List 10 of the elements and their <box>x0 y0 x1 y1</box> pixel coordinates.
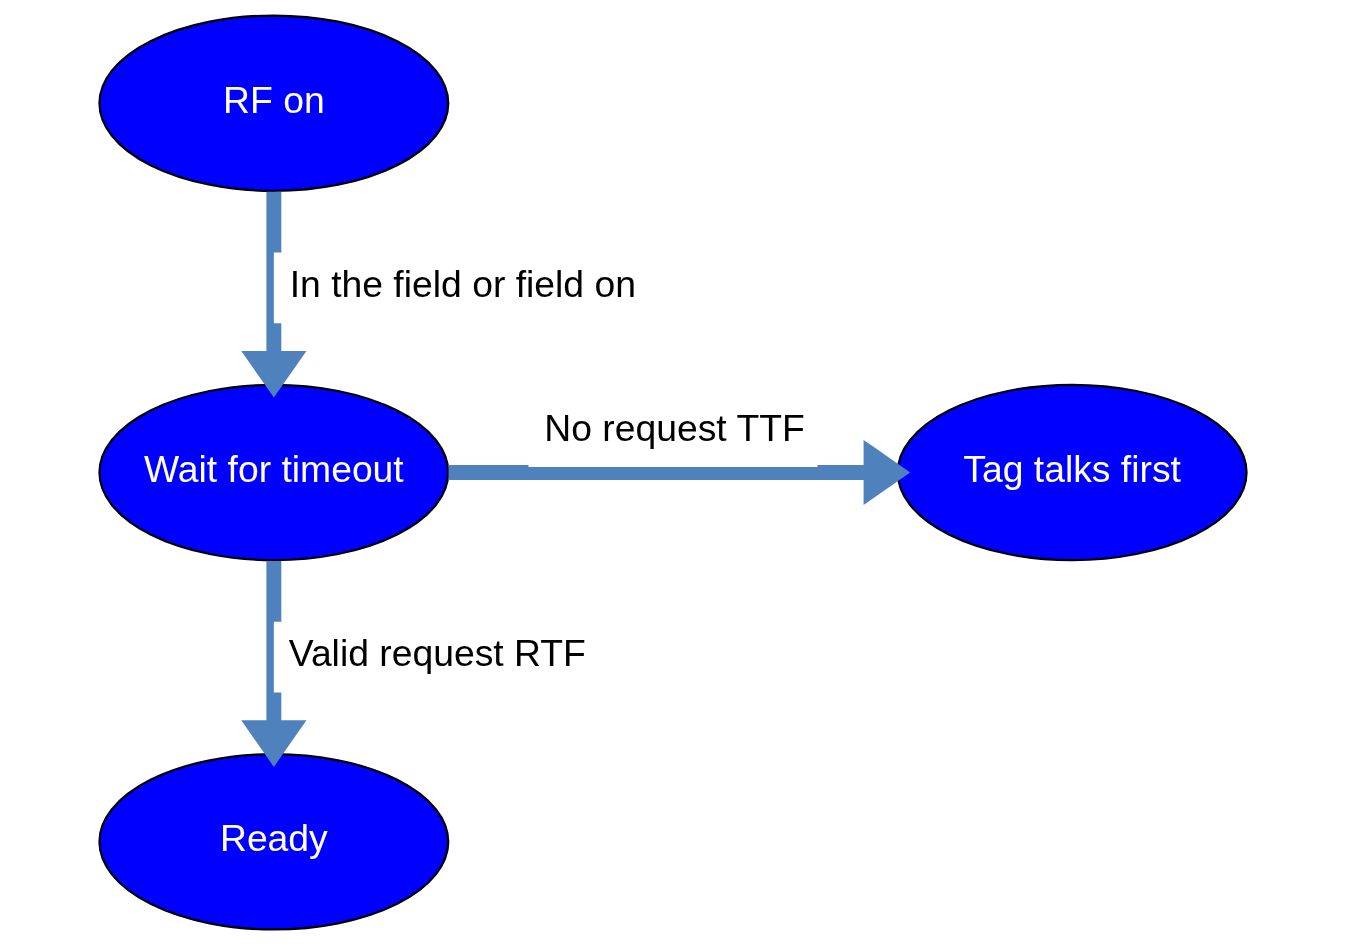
node-ellipse: Ready <box>98 753 450 931</box>
edge-label: No request TTF <box>544 406 805 449</box>
edge-label: In the field or field on <box>289 263 636 306</box>
arrow <box>241 561 307 767</box>
node-ellipse: RF on <box>98 14 450 192</box>
node-ellipse: Tag talks first <box>896 383 1248 562</box>
edge-label: Valid request RTF <box>288 632 586 675</box>
node-ellipse: Wait for timeout <box>98 383 450 562</box>
arrow <box>241 191 307 398</box>
arrow <box>448 439 911 506</box>
